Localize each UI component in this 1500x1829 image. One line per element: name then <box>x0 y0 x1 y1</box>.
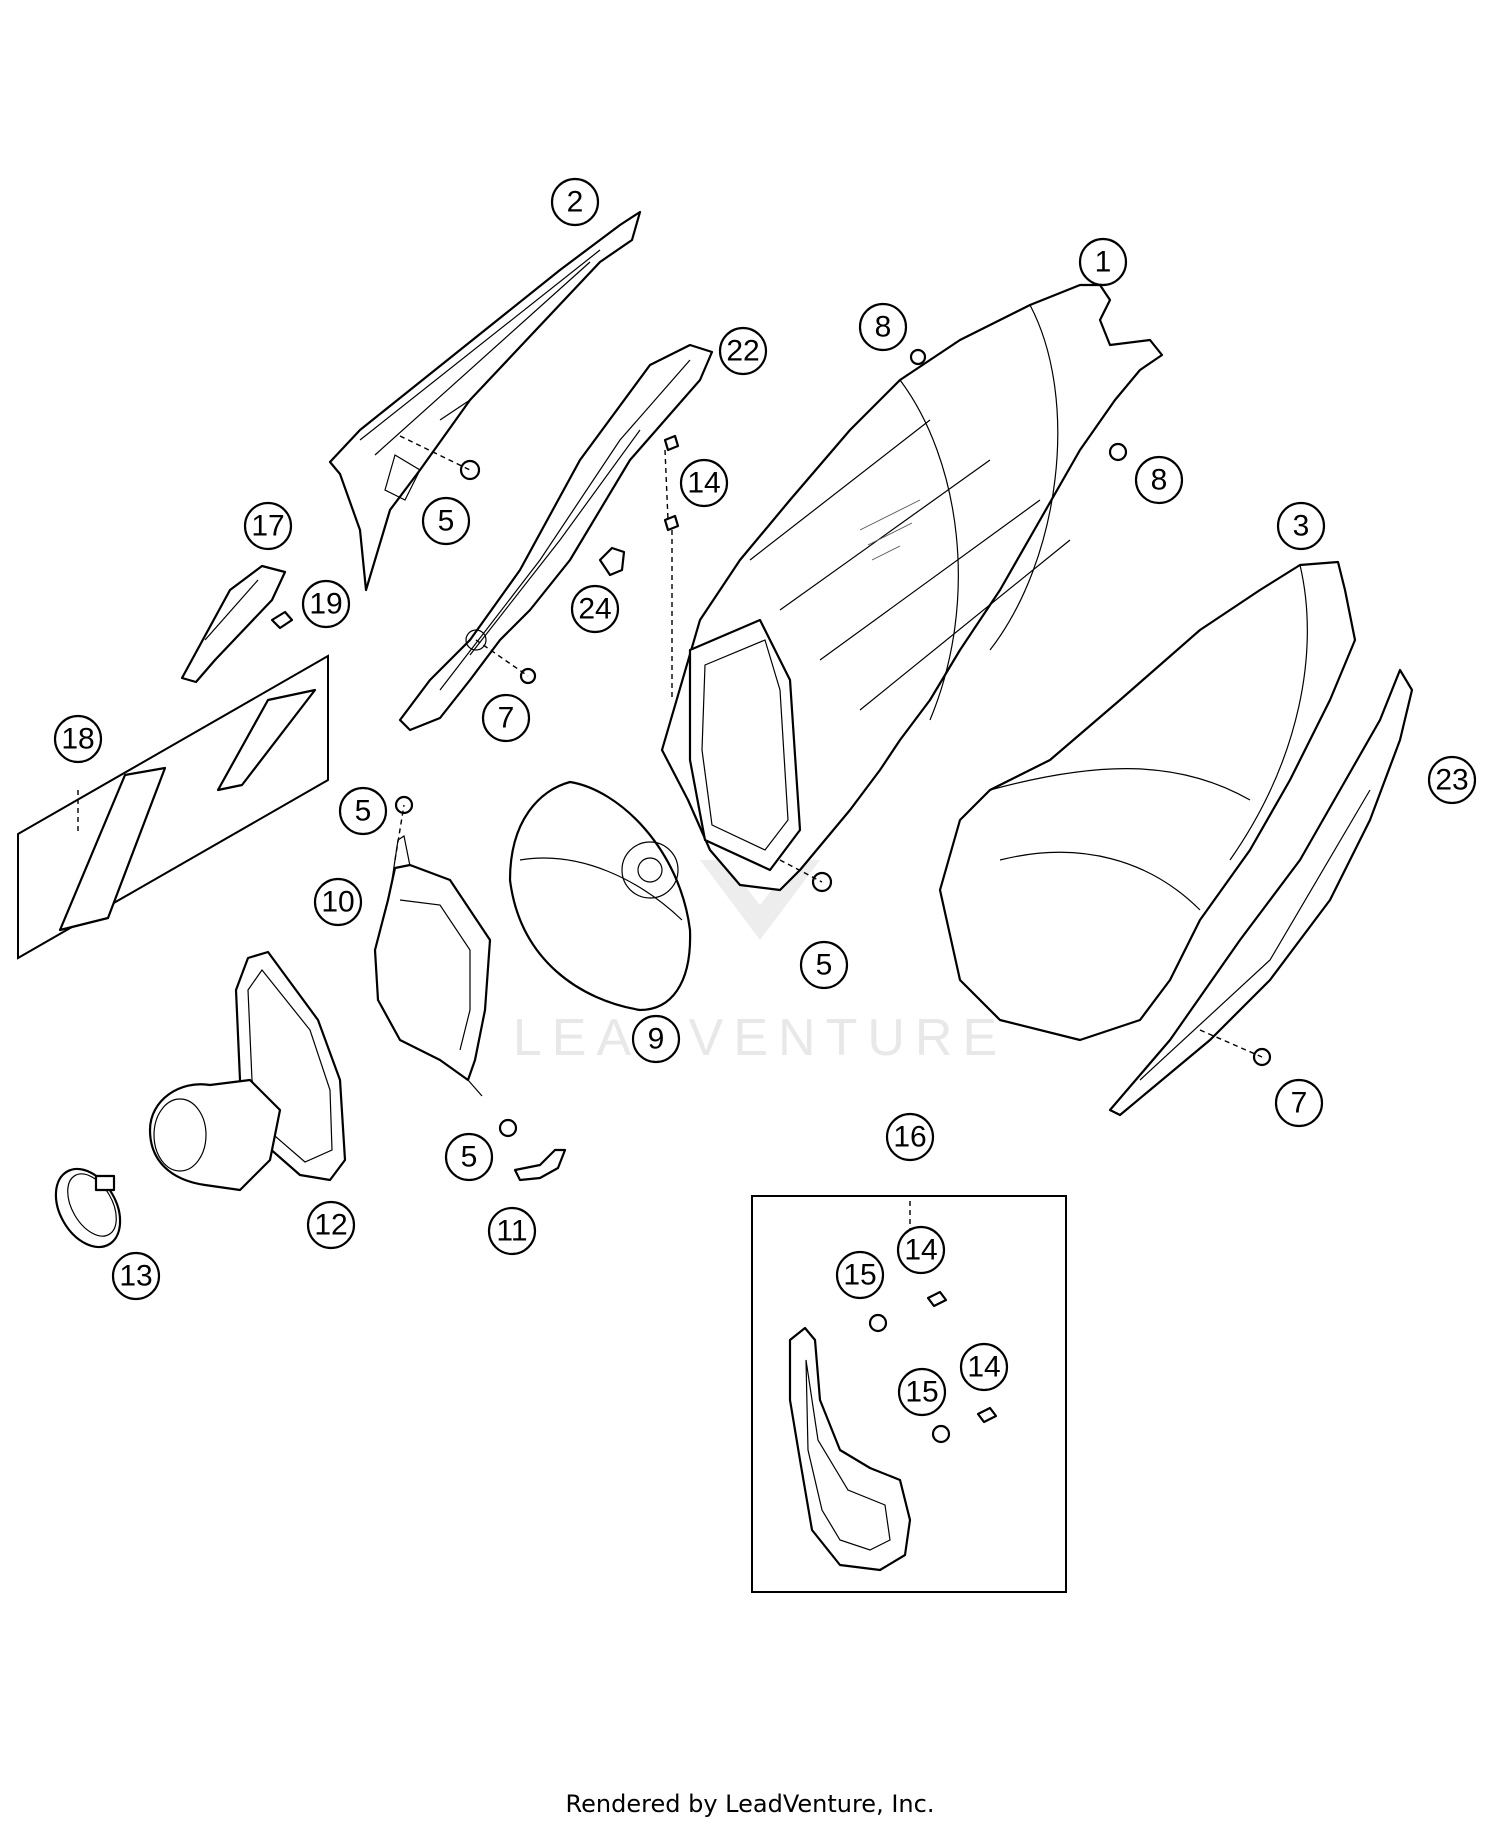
callout-1: 1 <box>1078 237 1128 287</box>
svg-text:5: 5 <box>355 795 372 828</box>
svg-text:12: 12 <box>314 1209 347 1242</box>
callout-5c: 5 <box>799 940 849 990</box>
fastener-14a <box>663 434 680 452</box>
svg-text:3: 3 <box>1293 510 1310 543</box>
callout-5d: 5 <box>444 1132 494 1182</box>
callout-5a: 5 <box>421 496 471 546</box>
fasteners <box>394 348 1272 1138</box>
svg-text:11: 11 <box>496 1215 527 1248</box>
callout-8a: 8 <box>858 302 908 352</box>
svg-text:7: 7 <box>1291 1087 1308 1120</box>
svg-text:22: 22 <box>726 335 759 368</box>
part-11-bracket <box>513 1148 567 1182</box>
part-23-side-strip <box>1108 668 1414 1117</box>
part-22-rail <box>398 343 714 732</box>
svg-text:14: 14 <box>687 467 720 500</box>
part-24-clip <box>598 546 626 577</box>
callout-13: 13 <box>111 1251 161 1301</box>
part-19-screw <box>270 610 294 630</box>
svg-text:5: 5 <box>438 505 455 538</box>
callout-16: 16 <box>885 1112 935 1162</box>
callout-7a: 7 <box>481 693 531 743</box>
svg-text:13: 13 <box>119 1260 152 1293</box>
svg-text:9: 9 <box>648 1023 665 1056</box>
callout-7b: 7 <box>1274 1078 1324 1128</box>
part-10-filter-cage <box>373 835 492 1097</box>
callout-17: 17 <box>243 501 293 551</box>
callout-23: 23 <box>1427 755 1477 805</box>
svg-text:8: 8 <box>1151 464 1168 497</box>
svg-text:14: 14 <box>967 1351 1000 1384</box>
callout-24: 24 <box>570 584 620 634</box>
callout-12: 12 <box>306 1200 356 1250</box>
svg-text:15: 15 <box>843 1259 876 1292</box>
svg-text:15: 15 <box>905 1376 938 1409</box>
callout-10: 10 <box>313 877 363 927</box>
callout-5b: 5 <box>338 786 388 836</box>
callout-14b: 14 <box>896 1225 946 1275</box>
svg-text:23: 23 <box>1435 764 1468 797</box>
callout-3: 3 <box>1276 501 1326 551</box>
svg-text:14: 14 <box>904 1234 937 1267</box>
callout-14a: 14 <box>679 458 729 508</box>
callout-19: 19 <box>301 579 351 629</box>
callout-2: 2 <box>550 177 600 227</box>
callout-15a: 15 <box>835 1250 885 1300</box>
part-18-decal-set <box>17 654 329 960</box>
callout-22: 22 <box>718 326 768 376</box>
callout-8b: 8 <box>1134 455 1184 505</box>
part-1-airbox <box>660 283 1164 892</box>
fastener-8b <box>1108 442 1128 462</box>
svg-text:24: 24 <box>578 593 611 626</box>
svg-text:18: 18 <box>61 723 94 756</box>
svg-text:8: 8 <box>875 311 892 344</box>
svg-text:5: 5 <box>461 1141 478 1174</box>
part-13-clamp <box>54 1167 122 1249</box>
fastener-5a <box>459 459 481 481</box>
part-3-side-panel <box>938 560 1357 1042</box>
fastener-8a <box>909 348 927 366</box>
part-17-guard <box>180 564 287 684</box>
svg-text:10: 10 <box>321 886 354 919</box>
fastener-14b <box>663 514 680 532</box>
part-2-panel <box>328 210 642 592</box>
svg-text:2: 2 <box>567 186 584 219</box>
fastener-5d <box>498 1118 518 1138</box>
callout-15b: 15 <box>897 1367 947 1417</box>
svg-text:19: 19 <box>309 588 342 621</box>
svg-text:5: 5 <box>816 949 833 982</box>
part-9-filter <box>508 780 692 1012</box>
callout-9: 9 <box>631 1014 681 1064</box>
watermark-brand: LEADVENTURE <box>513 1009 1007 1067</box>
part-16-assembly-box <box>751 1195 1067 1593</box>
svg-text:16: 16 <box>893 1121 926 1154</box>
callout-18: 18 <box>53 714 103 764</box>
part-12-intake-boot <box>148 950 347 1192</box>
callout-11: 11 <box>487 1206 537 1256</box>
footer-credit: Rendered by LeadVenture, Inc. <box>565 1790 935 1818</box>
callout-14c: 14 <box>959 1342 1009 1392</box>
svg-text:7: 7 <box>498 702 515 735</box>
svg-text:1: 1 <box>1095 246 1112 279</box>
svg-text:17: 17 <box>251 510 284 543</box>
